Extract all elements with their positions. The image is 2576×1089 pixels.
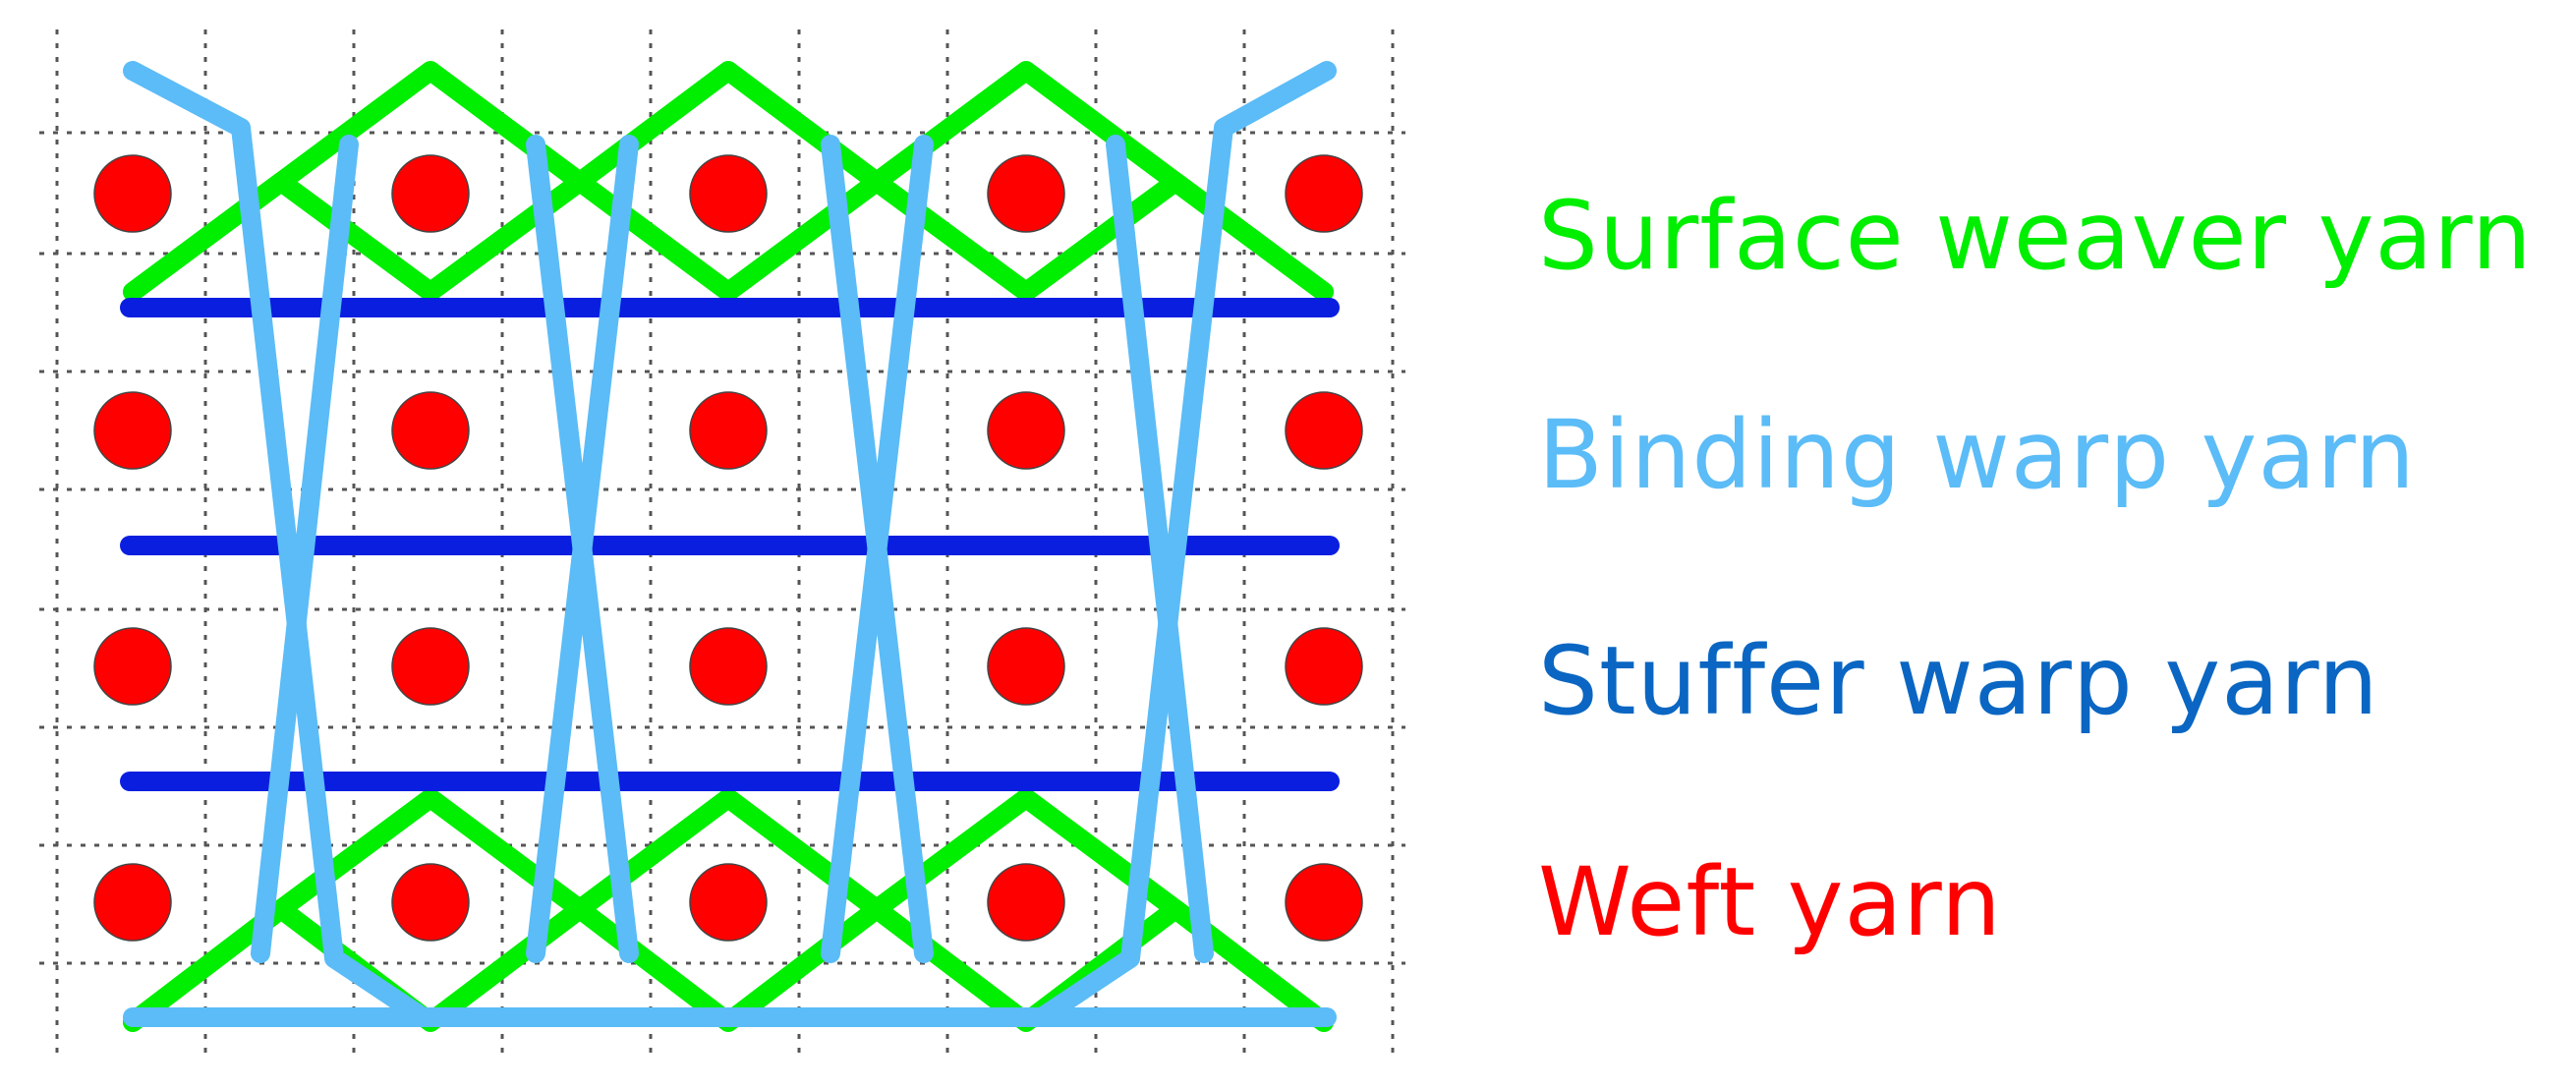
weft-yarn-dot	[987, 627, 1065, 706]
weft-yarn-dot	[987, 863, 1065, 942]
weft-yarn-dot	[93, 863, 172, 942]
legend-binding-warp-yarn: Binding warp yarn	[1538, 400, 2416, 510]
weft-yarn-dot	[1285, 154, 1363, 233]
weft-yarn-dot	[987, 391, 1065, 470]
weft-yarn-dot	[689, 391, 768, 470]
binding-warp-yarn-8	[1106, 135, 1214, 963]
legend-stuffer-warp-yarn: Stuffer warp yarn	[1538, 626, 2379, 736]
weft-yarn-dot	[391, 391, 470, 470]
binding-warp-yarn-2	[123, 61, 1337, 1027]
weft-yarn-dot	[689, 863, 768, 942]
weft-yarn-dot	[391, 863, 470, 942]
binding-warp-yarn-4	[526, 135, 639, 963]
weft-yarn-dot	[1285, 391, 1363, 470]
binding-warp-yarn-6	[821, 135, 934, 963]
binding-warp-yarns	[123, 61, 1337, 1027]
weft-yarn-dot	[391, 627, 470, 706]
weft-yarn-dot	[689, 154, 768, 233]
weft-yarn-dot	[93, 627, 172, 706]
weft-yarn-dot	[1285, 863, 1363, 942]
weft-yarn-dot	[1285, 627, 1363, 706]
binding-warp-yarn-7	[251, 135, 359, 963]
weft-yarn-dot	[689, 627, 768, 706]
legend-surface-weaver-yarn: Surface weaver yarn	[1538, 181, 2533, 291]
weft-yarn-dot	[987, 154, 1065, 233]
weft-yarn-dot	[391, 154, 470, 233]
weft-yarns	[93, 154, 1363, 942]
surface-weaver-top-1	[123, 61, 1334, 302]
legend-weft-yarn: Weft yarn	[1538, 847, 2002, 957]
weave-structure-diagram	[39, 29, 1405, 1061]
weft-yarn-dot	[93, 154, 172, 233]
weft-yarn-dot	[93, 391, 172, 470]
